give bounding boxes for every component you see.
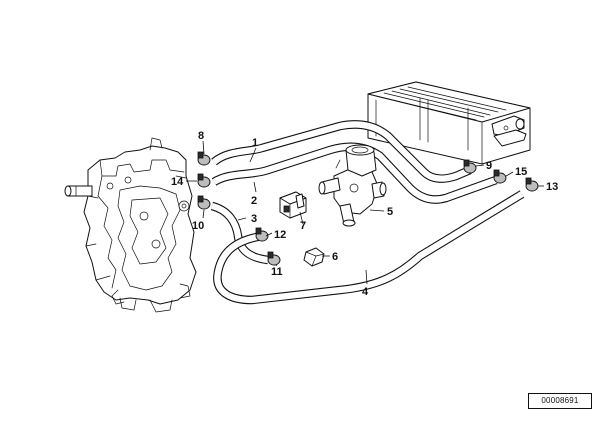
callout-3: 3 [251, 213, 257, 225]
hose-1 [211, 120, 472, 183]
callout-8: 8 [198, 130, 204, 142]
callout-9: 9 [486, 160, 492, 172]
callout-5: 5 [387, 206, 393, 218]
callout-12: 12 [274, 229, 286, 241]
clamp-10 [197, 195, 211, 210]
callout-11: 11 [271, 266, 283, 278]
reference-number: 00008691 [541, 396, 579, 405]
leader-lines [186, 140, 544, 285]
callout-6: 6 [332, 251, 338, 263]
engine-block [64, 137, 197, 313]
callout-labels: 1 2 3 4 5 6 7 8 9 10 11 12 13 14 15 [171, 130, 558, 298]
grommet [303, 247, 325, 267]
callout-2: 2 [251, 195, 257, 207]
hose-4 [213, 190, 525, 305]
clamp-12 [255, 227, 269, 242]
clamp-9 [463, 159, 477, 174]
callout-13: 13 [546, 181, 558, 193]
reference-number-box: 00008691 [528, 393, 592, 409]
water-valve [318, 144, 387, 227]
clamp-15 [493, 169, 507, 184]
callout-10: 10 [192, 220, 204, 232]
callout-14: 14 [171, 176, 184, 188]
heater-core [367, 81, 531, 165]
callout-7: 7 [300, 220, 306, 232]
callout-15: 15 [515, 166, 527, 178]
callout-1: 1 [252, 137, 258, 149]
clamp-14 [197, 173, 211, 188]
clamp-8 [197, 151, 211, 166]
connector [279, 191, 307, 219]
hose-3 [210, 201, 269, 265]
callout-4: 4 [362, 286, 369, 298]
clamp-11 [267, 251, 281, 266]
clamp-13 [525, 177, 539, 192]
